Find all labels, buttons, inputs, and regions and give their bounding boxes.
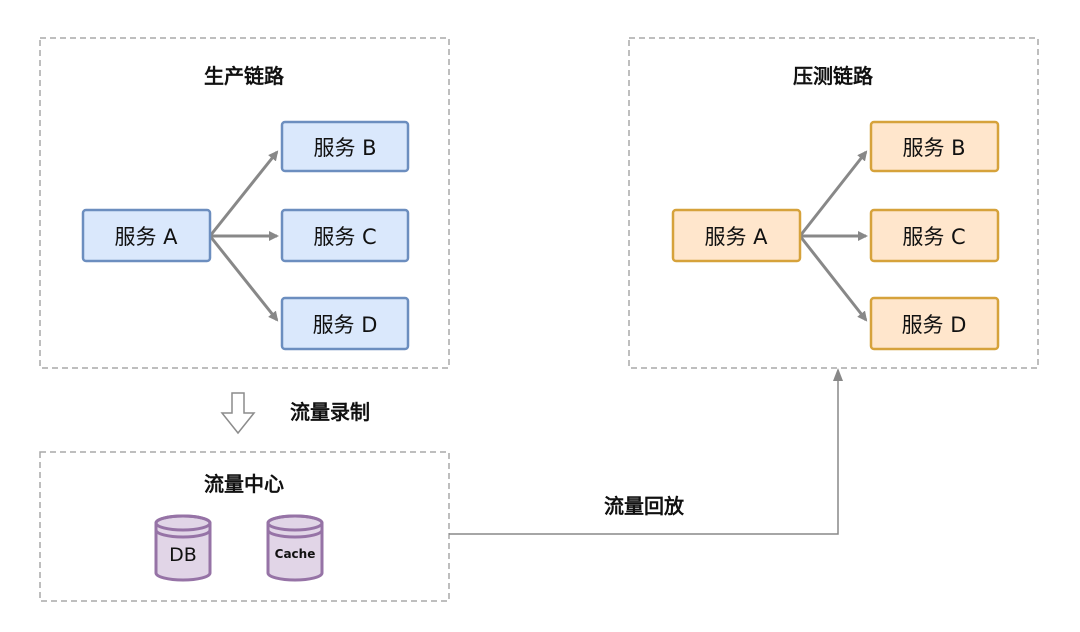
stress-service-d: 服务 D bbox=[869, 296, 1000, 351]
stress-service-c-label: 服务 C bbox=[902, 225, 965, 249]
traffic-center-frame bbox=[39, 451, 450, 602]
stress-service-a: 服务 A bbox=[671, 208, 802, 263]
prod-service-b-label: 服务 B bbox=[313, 136, 376, 160]
traffic-replay: 流量回放 bbox=[449, 368, 843, 535]
stress-service-b: 服务 B bbox=[869, 120, 1000, 173]
production-chain-title: 生产链路 bbox=[204, 64, 285, 88]
prod-service-a: 服务 A bbox=[81, 208, 212, 263]
edge-prod-a-to-d bbox=[208, 235, 279, 322]
hollow-down-arrow-icon bbox=[220, 392, 256, 435]
stress-service-a-label: 服务 A bbox=[704, 225, 768, 249]
prod-service-c: 服务 C bbox=[280, 208, 410, 263]
stress-chain-title: 压测链路 bbox=[793, 64, 874, 88]
stress-service-c: 服务 C bbox=[869, 208, 1000, 263]
production-chain-group: 生产链路 服务 A 服务 B 服务 C 服务 D bbox=[39, 37, 450, 369]
traffic-recording: 流量录制 bbox=[220, 392, 370, 435]
prod-service-d-label: 服务 D bbox=[313, 313, 378, 337]
edge-prod-a-to-b bbox=[208, 150, 279, 237]
prod-service-a-label: 服务 A bbox=[114, 225, 178, 249]
prod-service-b: 服务 B bbox=[280, 120, 410, 173]
prod-service-d: 服务 D bbox=[280, 296, 410, 351]
edge-stress-a-to-b bbox=[798, 150, 868, 237]
db-cylinder-icon: DB bbox=[154, 514, 212, 582]
prod-service-c-label: 服务 C bbox=[313, 225, 376, 249]
stress-service-d-label: 服务 D bbox=[902, 313, 967, 337]
traffic-replay-connector bbox=[449, 380, 839, 535]
production-chain-frame bbox=[39, 37, 450, 369]
traffic-replay-label: 流量回放 bbox=[604, 494, 685, 518]
traffic-center-group: 流量中心 DB Cache bbox=[39, 451, 450, 602]
cache-label: Cache bbox=[275, 547, 316, 561]
cache-cylinder-icon: Cache bbox=[266, 514, 324, 582]
stress-chain-group: 压测链路 服务 A 服务 B 服务 C 服务 D bbox=[628, 37, 1039, 369]
traffic-recording-label: 流量录制 bbox=[290, 400, 370, 424]
traffic-center-title: 流量中心 bbox=[204, 472, 284, 496]
traffic-replay-arrowhead bbox=[833, 368, 843, 381]
edge-stress-a-to-d bbox=[798, 235, 868, 322]
db-label: DB bbox=[169, 544, 197, 566]
stress-chain-frame bbox=[628, 37, 1039, 369]
stress-service-b-label: 服务 B bbox=[902, 136, 965, 160]
